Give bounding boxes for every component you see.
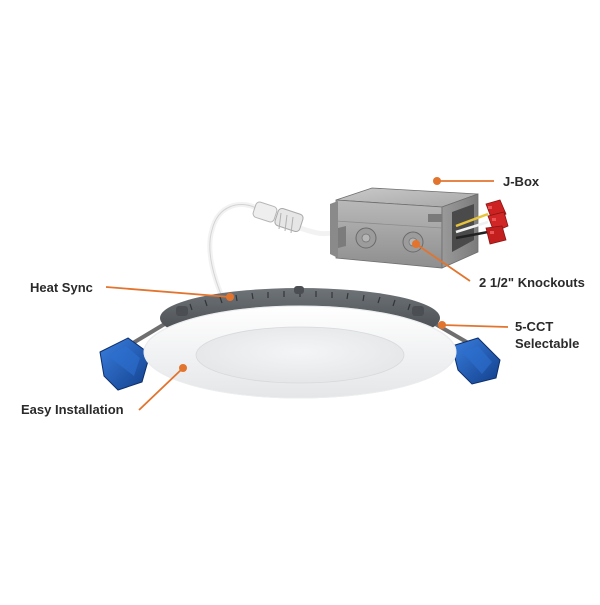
spring-clip-left [99, 320, 170, 391]
callout-lines [105, 177, 509, 411]
cct-selectable-label: 5-CCT Selectable [515, 319, 580, 351]
heat-sync-callout-line [105, 286, 234, 301]
cable-connector [252, 201, 304, 234]
led-lens [195, 326, 405, 384]
heat-sync-label: Heat Sync [30, 280, 93, 295]
led-panel [143, 305, 457, 399]
jbox-label: J-Box [503, 174, 540, 189]
wire-connectors [485, 199, 509, 245]
easy-install-callout-line [138, 364, 187, 411]
knockout-left [355, 227, 377, 249]
junction-box [330, 187, 489, 269]
wire-connector-bottom [485, 225, 507, 245]
jbox-callout-line [433, 177, 494, 185]
cct-callout-line [438, 321, 509, 329]
easy-installation-label: Easy Installation [21, 402, 124, 417]
knockouts-callout-line [412, 240, 471, 282]
knockouts-label: 2 1/2" Knockouts [479, 275, 585, 290]
